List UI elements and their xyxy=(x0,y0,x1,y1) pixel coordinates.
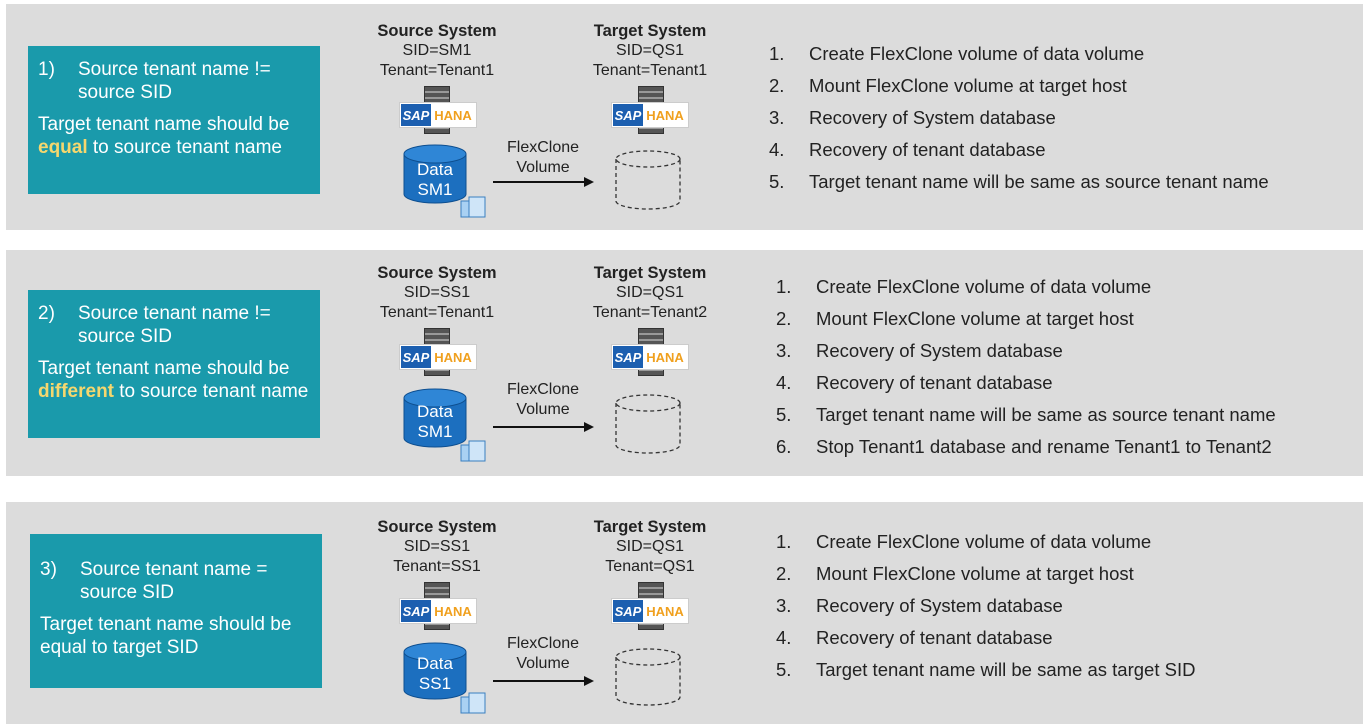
flexclone-arrow xyxy=(493,422,594,432)
scenario-heading-line: Source tenant name != xyxy=(78,303,271,324)
step-item: 1.Create FlexClone volume of data volume xyxy=(776,276,1152,297)
step-item: 1.Create FlexClone volume of data volume xyxy=(776,531,1152,552)
target-sid: SID=QS1 xyxy=(615,284,685,301)
clone-diagram xyxy=(403,642,681,714)
target-system-info: Target System SID=QS1 Tenant=Tenant2 xyxy=(570,263,730,323)
step-item: 1.Create FlexClone volume of data volume xyxy=(769,43,1145,64)
source-sid: SID=SM1 xyxy=(402,42,472,59)
target-system-title: Target System xyxy=(593,264,707,282)
scenario-requirement: Target tenant name should be different t… xyxy=(38,358,309,402)
steps-list: 1.Create FlexClone volume of data volume… xyxy=(776,526,1195,686)
step-item: 2.Mount FlexClone volume at target host xyxy=(776,563,1134,584)
target-system-info: Target System SID=QS1 Tenant=Tenant1 xyxy=(570,21,730,81)
source-sid: SID=SS1 xyxy=(403,538,471,555)
target-sid: SID=QS1 xyxy=(615,42,685,59)
scenario-heading-line: source SID xyxy=(78,326,172,347)
scenario-panel-3: 3) Source tenant name = source SID Targe… xyxy=(6,502,1363,724)
target-system-title: Target System xyxy=(593,518,707,536)
flexclone-arrow xyxy=(493,676,594,686)
steps-list: 1.Create FlexClone volume of data volume… xyxy=(776,271,1276,463)
scenario-number: 1) xyxy=(38,59,55,80)
source-system-title: Source System xyxy=(377,264,497,282)
source-system-title: Source System xyxy=(377,22,497,40)
source-sid: SID=SS1 xyxy=(403,284,471,301)
scenario-panel-2: 2) Source tenant name != source SID Targ… xyxy=(6,250,1363,476)
scenario-heading-line: Source tenant name = xyxy=(80,559,268,580)
scenario-panel-1: 1) Source tenant name != source SID Targ… xyxy=(6,4,1363,230)
target-system-title: Target System xyxy=(593,22,707,40)
source-tenant: Tenant=Tenant1 xyxy=(379,304,495,321)
source-tenant: Tenant=Tenant1 xyxy=(379,62,495,79)
target-sid: SID=QS1 xyxy=(615,538,685,555)
scenario-heading-line: source SID xyxy=(78,82,172,103)
step-item: 3.Recovery of System database xyxy=(776,595,1063,616)
scenario-description-box: 1) Source tenant name != source SID Targ… xyxy=(28,46,320,194)
source-system-info: Source System SID=SS1 Tenant=SS1 xyxy=(357,517,517,577)
target-tenant: Tenant=Tenant1 xyxy=(592,62,708,79)
highlight-word: different xyxy=(38,381,114,402)
source-database-icon xyxy=(403,388,486,462)
step-item: 4.Recovery of tenant database xyxy=(776,627,1053,648)
source-system-title: Source System xyxy=(377,518,497,536)
target-system-info: Target System SID=QS1 Tenant=QS1 xyxy=(570,517,730,577)
scenario-number: 3) xyxy=(40,559,57,580)
step-item: 5.Target tenant name will be same as sou… xyxy=(776,404,1276,425)
flexclone-arrow xyxy=(493,177,594,187)
step-item: 3.Recovery of System database xyxy=(769,107,1056,128)
source-database-icon xyxy=(403,642,486,714)
scenario-description-box: 2) Source tenant name != source SID Targ… xyxy=(28,290,320,438)
source-tenant: Tenant=SS1 xyxy=(393,558,481,575)
clone-diagram xyxy=(403,144,681,218)
step-item: 6.Stop Tenant1 database and rename Tenan… xyxy=(776,436,1272,457)
step-item: 3.Recovery of System database xyxy=(776,340,1063,361)
source-system-info: Source System SID=SS1 Tenant=Tenant1 xyxy=(357,263,517,323)
source-system-info: Source System SID=SM1 Tenant=Tenant1 xyxy=(357,21,517,81)
target-database-icon xyxy=(615,648,681,706)
scenario-requirement: Target tenant name should be equal to ta… xyxy=(40,614,292,658)
step-item: 5.Target tenant name will be same as tar… xyxy=(776,659,1196,680)
scenario-number: 2) xyxy=(38,303,55,324)
steps-list: 1.Create FlexClone volume of data volume… xyxy=(769,38,1269,198)
target-database-icon xyxy=(615,150,681,210)
highlight-word: equal xyxy=(38,137,88,158)
scenario-description-box: 3) Source tenant name = source SID Targe… xyxy=(30,534,322,688)
step-item: 4.Recovery of tenant database xyxy=(769,139,1046,160)
step-item: 4.Recovery of tenant database xyxy=(776,372,1053,393)
target-database-icon xyxy=(615,394,681,454)
step-item: 2.Mount FlexClone volume at target host xyxy=(769,75,1127,96)
scenario-heading-line: Source tenant name != xyxy=(78,59,271,80)
scenario-requirement: Target tenant name should be equal to so… xyxy=(38,114,290,158)
scenario-heading-line: source SID xyxy=(80,582,174,603)
step-item: 2.Mount FlexClone volume at target host xyxy=(776,308,1134,329)
target-tenant: Tenant=Tenant2 xyxy=(592,304,708,321)
target-tenant: Tenant=QS1 xyxy=(605,558,695,575)
clone-diagram xyxy=(403,388,681,462)
source-database-icon xyxy=(403,144,486,218)
step-item: 5.Target tenant name will be same as sou… xyxy=(769,171,1269,192)
